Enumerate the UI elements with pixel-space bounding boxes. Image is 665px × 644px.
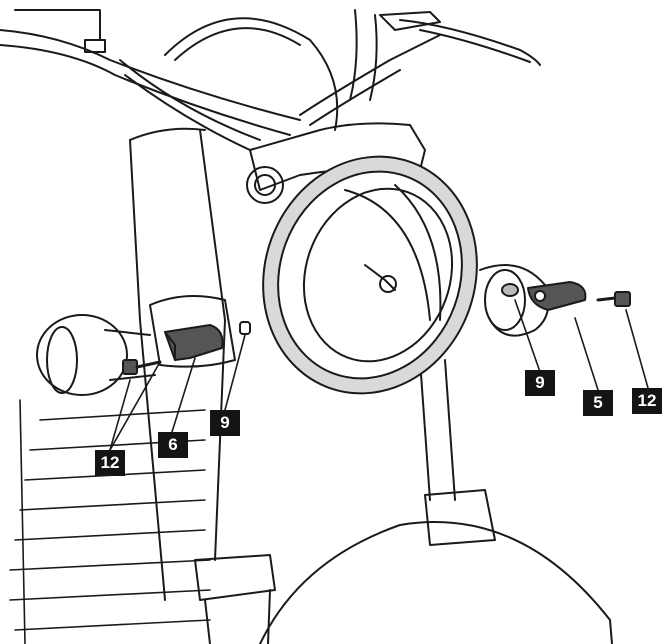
right-bolt: [596, 291, 631, 307]
left-bolt: [122, 359, 162, 375]
instrument-cluster: [164, 17, 339, 131]
left-fork: [129, 127, 276, 644]
leader-lines: [109, 299, 649, 451]
headlight: [262, 155, 478, 395]
left-spacer: [239, 321, 251, 335]
callout-12-left: 12: [95, 450, 125, 476]
callout-9-left: 9: [210, 410, 240, 436]
callout-12-right: 12: [632, 388, 662, 414]
callout-9-right: 9: [525, 370, 555, 396]
front-fender: [259, 521, 613, 644]
right-mount-bracket: [527, 281, 587, 311]
callout-5: 5: [583, 390, 613, 416]
callout-6: 6: [158, 432, 188, 458]
right-spacer: [501, 283, 519, 297]
handlebar: [0, 9, 541, 151]
left-mount-bracket: [164, 324, 224, 361]
left-turn-signal: [36, 314, 156, 396]
right-fork: [419, 359, 496, 546]
